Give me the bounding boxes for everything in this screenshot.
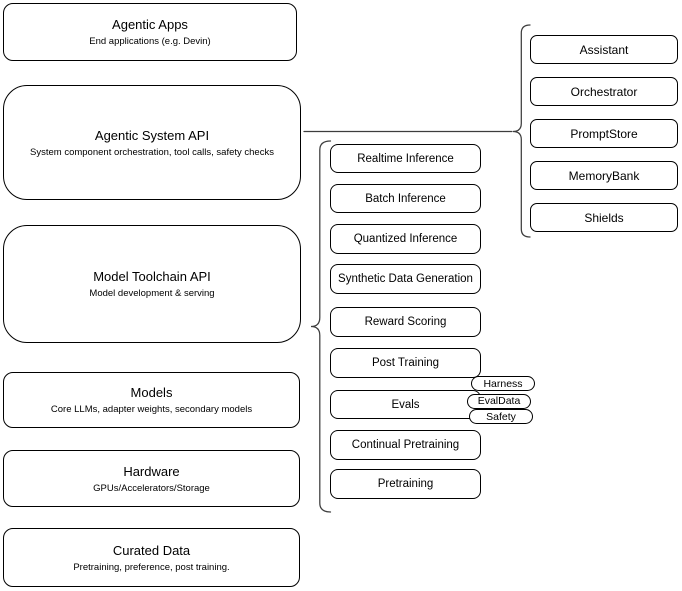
node-subtitle: System component orchestration, tool cal… [30,146,274,158]
node-shields: Shields [530,203,678,232]
node-realtime-inference: Realtime Inference [330,144,481,173]
node-promptstore: PromptStore [530,119,678,148]
node-models: Models Core LLMs, adapter weights, secon… [3,372,300,428]
node-batch-inference: Batch Inference [330,184,481,213]
pill-evaldata: EvalData [467,393,531,409]
node-title: Curated Data [112,542,191,558]
node-continual-pretraining: Continual Pretraining [330,430,481,460]
node-quantized-inference: Quantized Inference [330,224,481,254]
node-assistant: Assistant [530,35,678,64]
node-subtitle: GPUs/Accelerators/Storage [93,482,210,494]
node-curated-data: Curated Data Pretraining, preference, po… [3,528,300,587]
node-pretraining: Pretraining [330,469,481,499]
brace-system-components [512,24,531,238]
node-subtitle: Core LLMs, adapter weights, secondary mo… [50,404,253,415]
node-memorybank: MemoryBank [530,161,678,190]
node-subtitle: Model development & serving [89,288,215,299]
node-title: Agentic Apps [112,17,188,32]
node-title: Model Toolchain API [93,269,211,284]
node-orchestrator: Orchestrator [530,77,678,106]
pill-harness: Harness [471,376,535,391]
node-subtitle: Pretraining, preference, post training. [73,561,230,573]
node-agentic-apps: Agentic Apps End applications (e.g. Devi… [3,3,297,61]
node-title: Models [130,385,173,400]
node-title: Hardware [123,463,180,479]
node-reward-scoring: Reward Scoring [330,307,481,337]
brace-toolchain-items [310,140,332,513]
node-evals: Evals [330,390,481,419]
node-agentic-system-api: Agentic System API System component orch… [3,85,301,200]
pill-safety: Safety [469,409,533,424]
node-post-training: Post Training [330,348,481,378]
node-hardware: Hardware GPUs/Accelerators/Storage [3,450,300,507]
node-synthetic-data-generation: Synthetic Data Generation [330,264,481,294]
node-subtitle: End applications (e.g. Devin) [89,36,211,47]
node-title: Agentic System API [94,127,210,143]
node-model-toolchain-api: Model Toolchain API Model development & … [3,225,301,343]
